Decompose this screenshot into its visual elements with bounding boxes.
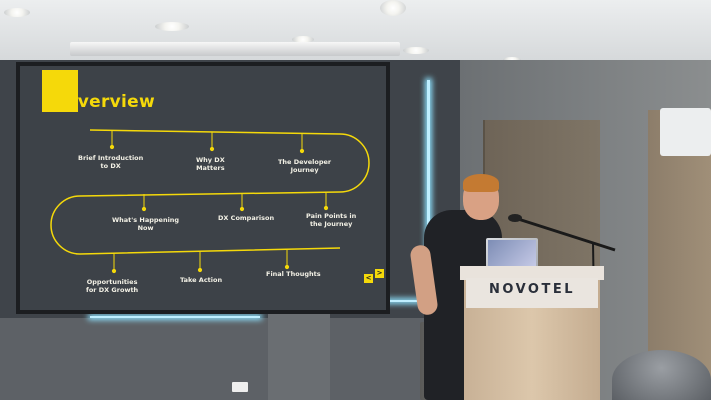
ceiling-light [292,36,314,43]
timeline-item: The Developer Journey [278,158,332,174]
ceiling-light [4,8,30,17]
ceiling-light [155,22,189,31]
timeline-item: Why DX Matters [196,156,225,172]
timeline-item: Opportunities for DX Growth [86,278,139,294]
led-strip [427,80,430,290]
timeline-path [50,129,370,274]
podium-band [466,278,598,308]
audience-head [612,350,711,400]
air-conditioner [660,108,711,156]
timeline-item: DX Comparison [218,214,275,222]
slide-title: Overview [63,92,155,112]
timeline-item: Brief Introduction to DX [78,154,144,170]
pillar [268,300,330,400]
slide-next-button[interactable]: > [375,269,384,278]
wall-outlet [232,382,248,392]
timeline-item: Take Action [180,276,223,284]
smoke-detector [380,0,406,16]
podium-top [460,266,604,280]
lower-wall [0,318,460,400]
podium-brand-text: NOVOTEL [489,282,575,297]
ceiling-light [403,47,429,54]
timeline-item: What's Happening Now [112,216,180,232]
led-strip [90,316,260,318]
projection-screen: Overview Brief Introduction to DX Why DX… [20,66,386,310]
timeline-item: Final Thoughts [266,270,321,278]
projector-housing [70,42,400,56]
slide-prev-button[interactable]: < [364,274,373,283]
laptop-screen [488,240,536,266]
slide-logo-square [42,70,78,112]
speaker-hair [463,174,499,192]
timeline-item: Pain Points in the Journey [306,212,357,228]
